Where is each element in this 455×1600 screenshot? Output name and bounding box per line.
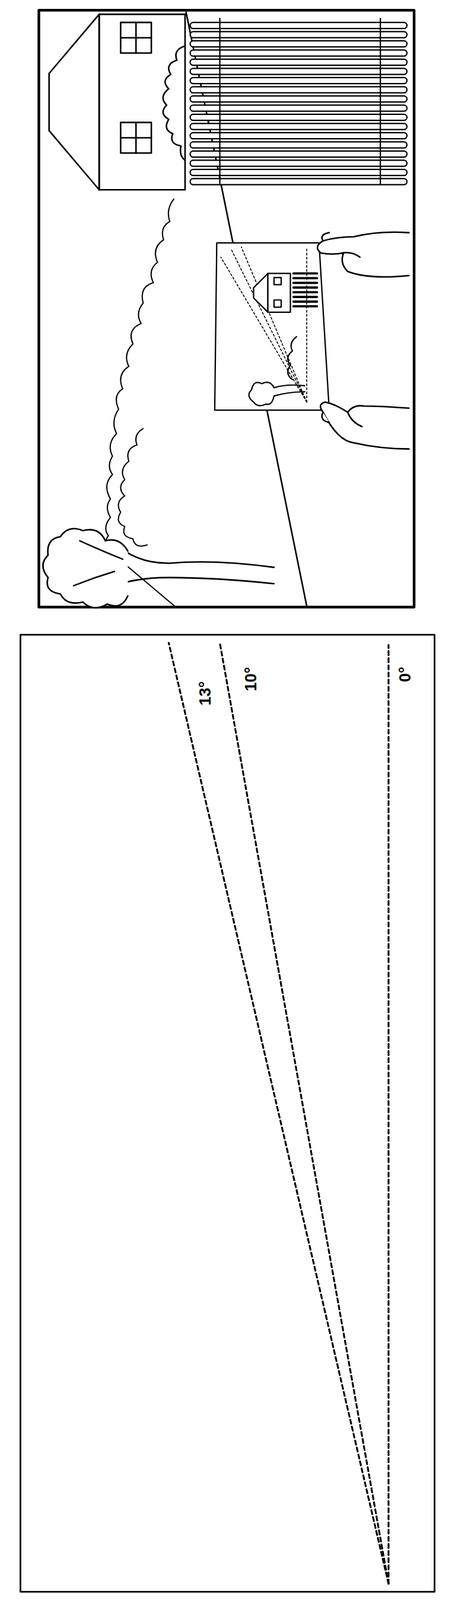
angle-lines bbox=[168, 643, 389, 1586]
angle-label: 10° bbox=[243, 667, 260, 693]
card-frame bbox=[20, 635, 435, 1594]
scene-frame bbox=[38, 10, 415, 608]
bushes bbox=[118, 428, 148, 547]
angle-label: 0° bbox=[397, 667, 414, 683]
fence bbox=[190, 18, 407, 186]
house bbox=[49, 14, 186, 190]
hands bbox=[317, 232, 409, 450]
angle-label: 13° bbox=[197, 682, 214, 707]
tree bbox=[42, 529, 275, 609]
held-card bbox=[214, 243, 330, 411]
